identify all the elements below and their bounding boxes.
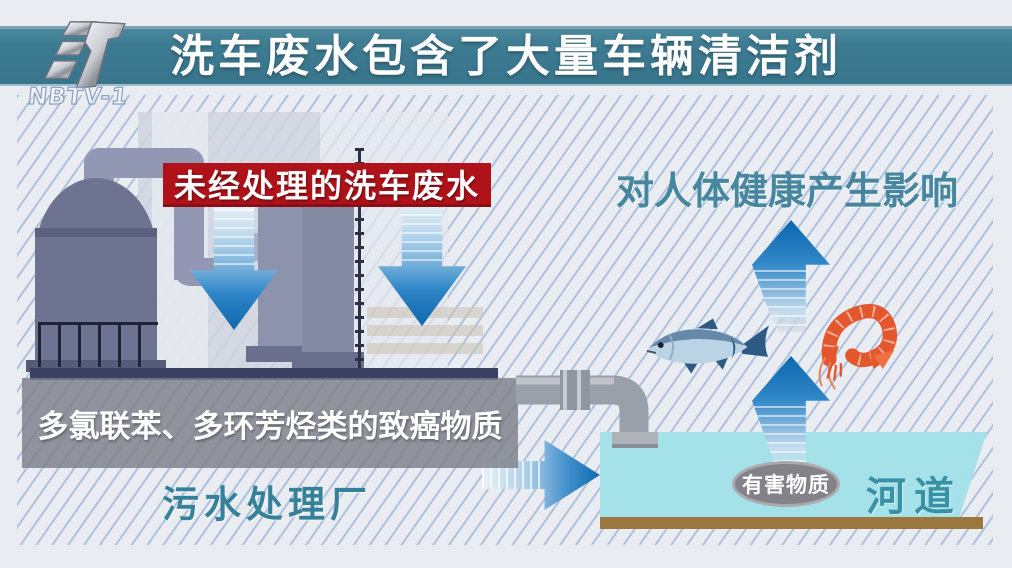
- untreated-wastewater-label: 未经处理的洗车废水: [163, 163, 491, 207]
- storage-band: [367, 325, 483, 336]
- river-bed: [600, 517, 983, 529]
- page-title: 洗车废水包含了大量车辆清洁剂: [170, 31, 842, 82]
- factory-ladder: [355, 148, 364, 370]
- factory-base-platform: [30, 368, 498, 380]
- river-caption: 河道: [866, 474, 962, 520]
- channel-watermark: NBTV-1: [26, 83, 130, 110]
- carcinogens-band: 多氯联苯、多环芳烃类的致癌物质: [22, 378, 518, 468]
- tank-railing: [38, 322, 158, 367]
- storage-band: [367, 343, 483, 354]
- treatment-plant-caption: 污水处理厂: [162, 483, 372, 526]
- storage-tank-band: [35, 228, 157, 238]
- factory-column: [302, 206, 354, 362]
- untreated-wastewater-text: 未经处理的洗车废水: [173, 166, 480, 205]
- health-impact-caption: 对人体健康产生影响: [616, 169, 959, 213]
- fish-icon: [646, 318, 770, 374]
- factory-column-base: [292, 352, 364, 368]
- carcinogens-text: 多氯联苯、多环芳烃类的致癌物质: [37, 408, 503, 445]
- harmful-substances-text: 有害物质: [742, 473, 830, 497]
- outfall-pipe: [516, 370, 658, 448]
- nbtv-logo-icon: [43, 21, 126, 89]
- header-banner: 洗车废水包含了大量车辆清洁剂: [0, 26, 1012, 86]
- shrimp-icon: [818, 304, 898, 390]
- harmful-substances-badge: 有害物质: [732, 461, 840, 507]
